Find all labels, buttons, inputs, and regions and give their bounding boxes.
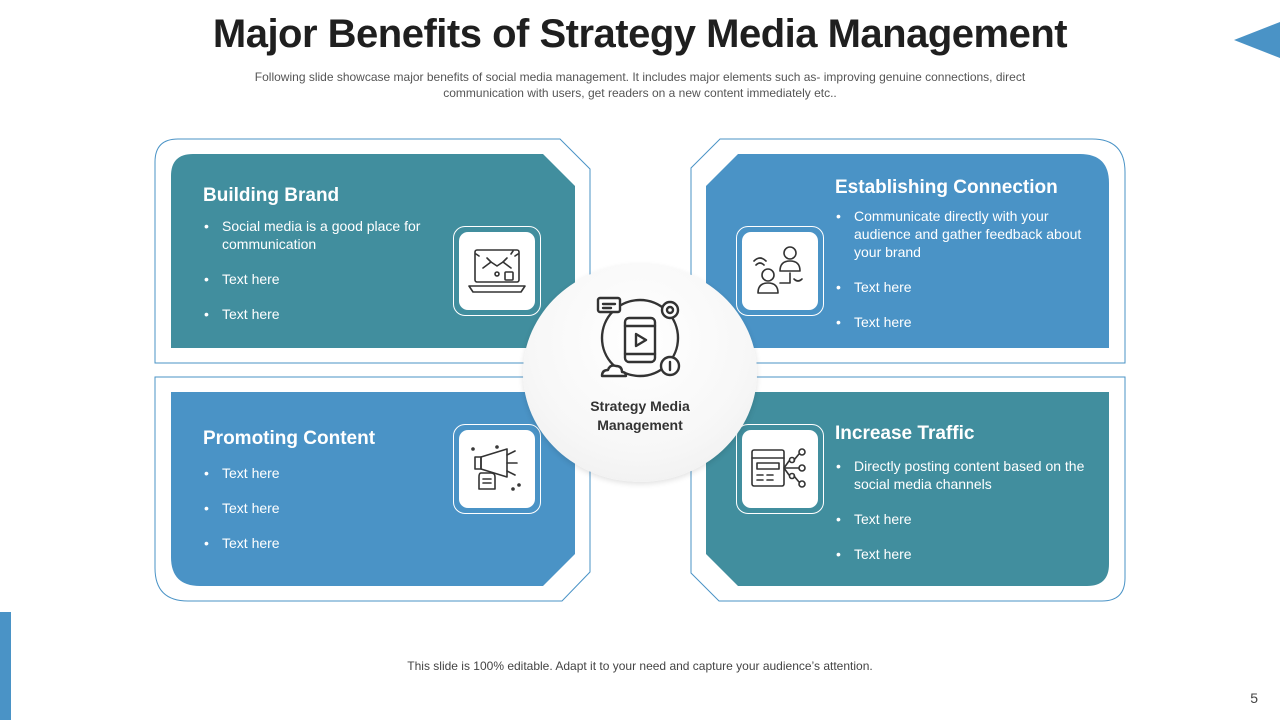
frame-bottom-left: [154, 376, 591, 602]
left-accent-bar: [0, 612, 11, 720]
bullet-item: Text here: [203, 534, 433, 552]
card-heading: Promoting Content: [203, 428, 376, 449]
bullet-item: Text here: [835, 510, 1085, 528]
card-building-brand: Building Brand Social media is a good pl…: [203, 185, 433, 340]
bullet-item: Text here: [835, 313, 1085, 331]
bullet-item: Text here: [203, 464, 433, 482]
slide-footer: This slide is 100% editable. Adapt it to…: [407, 659, 873, 673]
laptop-handshake-icon: [468, 249, 526, 293]
card-promoting-content: Promoting Content Text here Text here Te…: [203, 428, 433, 569]
center-label-line1: Strategy Media: [590, 398, 690, 414]
mobile-video-strategy-icon: [596, 296, 681, 378]
bullet-item: Text here: [203, 270, 433, 288]
bullet-item: Directly posting content based on the so…: [835, 457, 1085, 493]
icon-box-promoting-content: [453, 424, 541, 514]
slide-subtitle: Following slide showcase major benefits …: [254, 70, 1026, 100]
web-traffic-icon: [751, 448, 806, 488]
icon-box-building-brand: [453, 226, 541, 316]
frame-bottom-right: [690, 376, 1126, 602]
center-label: Strategy Media Management: [523, 397, 757, 435]
center-label-line2: Management: [597, 417, 683, 433]
icon-box-establishing-connection: [736, 226, 824, 316]
frame-top-left: [154, 138, 591, 364]
bullet-item: Text here: [835, 278, 1085, 296]
card-increase-traffic: Increase Traffic Directly posting conten…: [835, 423, 1085, 580]
card-heading: Increase Traffic: [835, 423, 975, 444]
card-heading: Building Brand: [203, 185, 340, 206]
user-connection-icon: [753, 246, 803, 294]
bullet-item: Text here: [203, 499, 433, 517]
icon-box-increase-traffic: [736, 424, 824, 514]
corner-arrow-decoration: [1234, 22, 1280, 58]
slide-title: Major Benefits of Strategy Media Managem…: [212, 12, 1068, 56]
card-heading: Establishing Connection: [835, 177, 1058, 198]
page-number: 5: [1250, 690, 1258, 706]
bullet-item: Text here: [835, 545, 1085, 563]
megaphone-hand-icon: [471, 445, 521, 491]
card-establishing-connection: Establishing Connection Communicate dire…: [835, 177, 1085, 348]
bullet-item: Communicate directly with your audience …: [835, 207, 1085, 261]
bullet-item: Social media is a good place for communi…: [203, 217, 433, 253]
frame-top-right: [690, 138, 1126, 364]
bullet-item: Text here: [203, 305, 433, 323]
